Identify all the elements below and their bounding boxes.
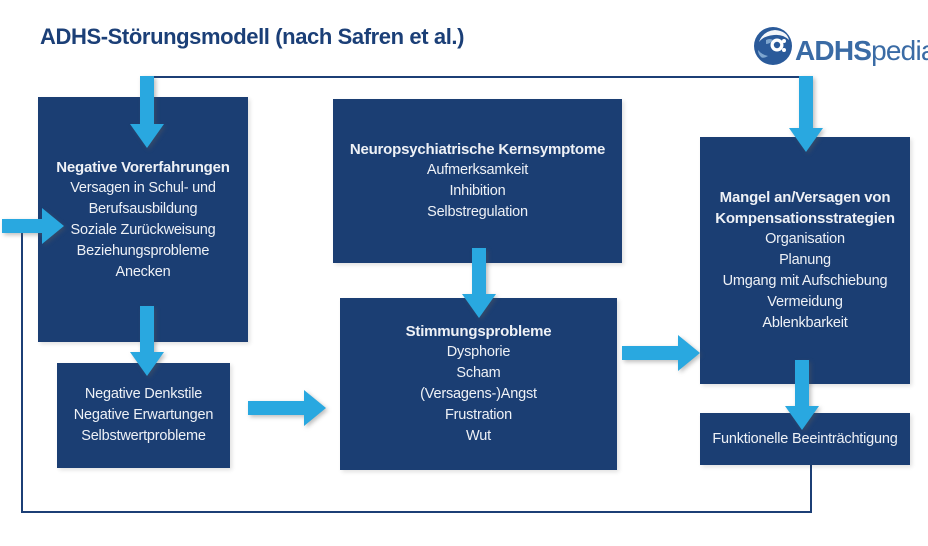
box-line: Vermeidung bbox=[767, 294, 843, 310]
box-title: Kompensationsstrategien bbox=[715, 210, 895, 227]
arrow-down-into-vorerfahrungen-icon bbox=[130, 76, 164, 148]
box-line: Umgang mit Aufschiebung bbox=[722, 273, 888, 289]
logo-brand-bold: ADHS bbox=[795, 35, 872, 66]
box-neuropsychiatrische-kernsymptome: Neuropsychiatrische Kernsymptome Aufmerk… bbox=[333, 99, 622, 263]
box-line: Versagen in Schul- und bbox=[70, 179, 216, 196]
box-stimmungsprobleme: Stimmungsprobleme Dysphorie Scham (Versa… bbox=[340, 298, 617, 470]
box-line: Inhibition bbox=[449, 183, 506, 199]
connector-feedback-left-riser bbox=[21, 220, 23, 513]
adhspedia-logo-icon bbox=[754, 26, 792, 65]
arrow-vorerfahrungen-to-denkstile-icon bbox=[130, 306, 164, 376]
box-line: Negative Denkstile bbox=[84, 386, 203, 402]
box-line: Wut bbox=[466, 428, 491, 444]
box-line: Scham bbox=[456, 365, 501, 381]
arrow-stimmung-to-kompensation-icon bbox=[622, 335, 700, 371]
arrow-kernsymptome-to-stimmung-icon bbox=[462, 248, 496, 318]
box-line: Anecken bbox=[115, 263, 171, 280]
logo-brand-light: pedia bbox=[871, 35, 928, 66]
box-kompensationsstrategien: Mangel an/Versagen von Kompensationsstra… bbox=[700, 137, 910, 384]
box-title: Stimmungsprobleme bbox=[405, 323, 552, 340]
connector-top-line bbox=[146, 76, 806, 78]
box-line: Negative Erwartungen bbox=[73, 407, 214, 423]
box-negative-denkstile: Negative Denkstile Negative Erwartungen … bbox=[57, 363, 230, 468]
box-line: Organisation bbox=[765, 231, 845, 247]
box-line: Berufsausbildung bbox=[88, 200, 198, 217]
page-title: ADHS-Störungsmodell (nach Safren et al.) bbox=[40, 24, 465, 49]
adhspedia-logo: ADHSpedia® bbox=[753, 20, 928, 71]
box-line: Selbstwertprobleme bbox=[81, 428, 206, 444]
arrow-feedback-into-vorerfahrungen-icon bbox=[2, 208, 64, 244]
arrow-denkstile-to-stimmung-icon bbox=[248, 390, 326, 426]
box-line: Aufmerksamkeit bbox=[426, 162, 529, 178]
box-line: Beziehungsprobleme bbox=[76, 242, 210, 259]
box-line: (Versagens-)Angst bbox=[420, 386, 537, 402]
box-title: Funktionelle Beeinträchtigung bbox=[712, 430, 898, 447]
box-line: Dysphorie bbox=[446, 344, 511, 360]
box-line: Soziale Zurückweisung bbox=[70, 221, 216, 238]
box-title: Neuropsychiatrische Kernsymptome bbox=[349, 141, 606, 158]
connector-feedback-bottom-line bbox=[21, 511, 812, 513]
box-line: Ablenkbarkeit bbox=[762, 315, 848, 331]
box-title: Mangel an/Versagen von bbox=[719, 189, 891, 206]
logo-wordmark: ADHSpedia® bbox=[795, 20, 928, 71]
box-line: Selbstregulation bbox=[427, 204, 528, 220]
arrow-down-into-kompensation-icon bbox=[789, 76, 823, 152]
arrow-kompensation-to-funktionell-icon bbox=[785, 360, 819, 430]
box-line: Frustration bbox=[444, 407, 513, 423]
box-line: Planung bbox=[779, 252, 831, 268]
connector-feedback-right-riser bbox=[810, 464, 812, 513]
box-title: Negative Vorerfahrungen bbox=[56, 158, 230, 176]
